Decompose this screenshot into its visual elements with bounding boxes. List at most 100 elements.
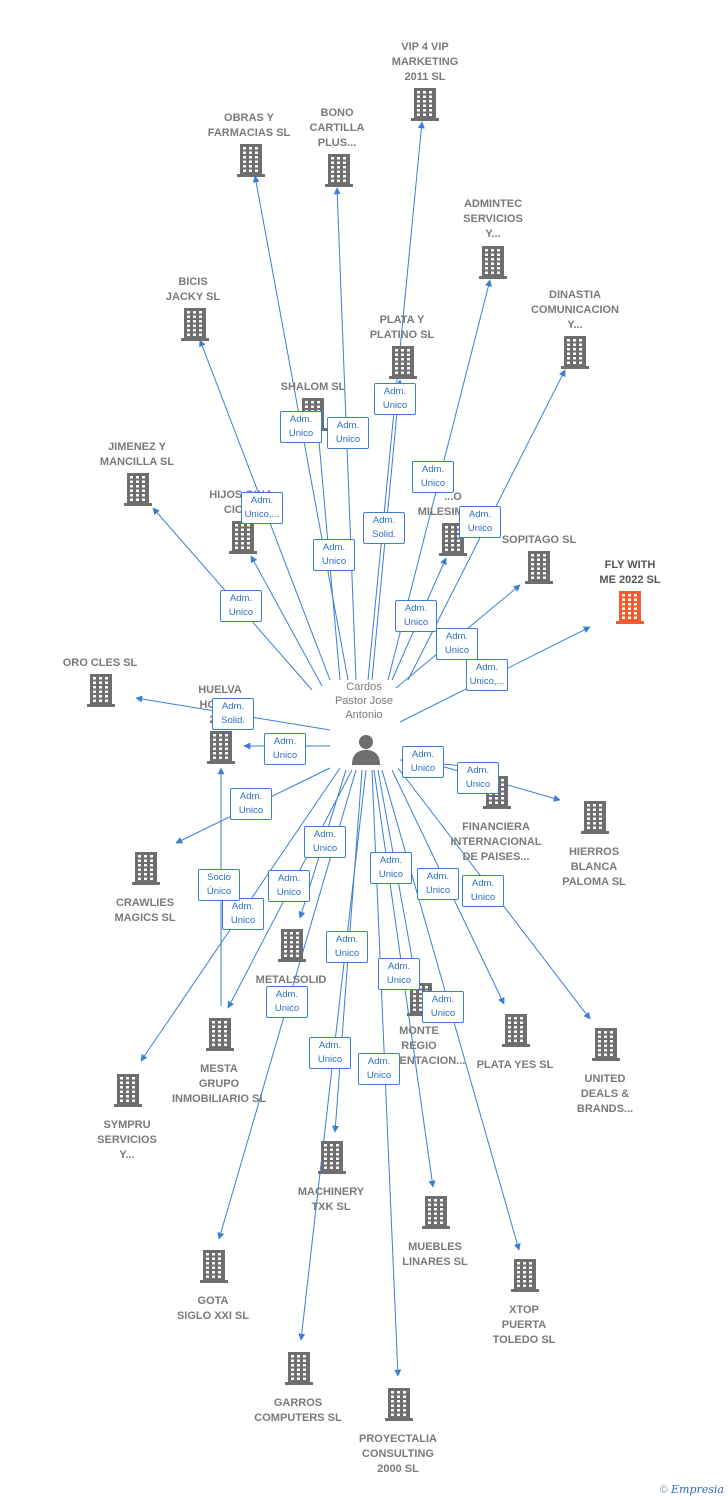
company-node-united[interactable]	[546, 1025, 666, 1063]
company-label-platayes[interactable]: PLATA YES SL	[455, 1058, 575, 1073]
company-node-sympru[interactable]	[68, 1071, 188, 1109]
company-node-admintec[interactable]	[433, 243, 553, 281]
edge-label-line: Adm.	[289, 414, 313, 425]
company-node-crawlies[interactable]	[86, 849, 206, 887]
edge-label[interactable]: Adm.Unico	[309, 1037, 351, 1069]
edge-label-line: Adm.	[318, 1040, 342, 1051]
company-node-platayes[interactable]	[456, 1011, 576, 1049]
edge-label[interactable]: Adm.Unico	[462, 875, 504, 907]
company-label-line: VIP 4 VIP	[401, 41, 449, 53]
company-node-gota[interactable]	[154, 1247, 274, 1285]
edge-label[interactable]: Adm.Unico	[266, 986, 308, 1018]
company-node-obras[interactable]	[191, 141, 311, 179]
company-node-hierros[interactable]	[535, 798, 655, 836]
company-node-proyectalia[interactable]	[339, 1385, 459, 1423]
edge-label[interactable]: Adm.Unico	[374, 383, 416, 415]
edge-label[interactable]: Adm.Unico	[326, 931, 368, 963]
edge-label[interactable]: Adm.Unico	[264, 733, 306, 765]
company-node-hijos[interactable]	[183, 518, 303, 556]
company-label-line: BLANCA	[570, 861, 618, 873]
company-node-muebles[interactable]	[376, 1193, 496, 1231]
company-node-mesta[interactable]	[160, 1015, 280, 1053]
company-node-orocles[interactable]	[41, 671, 161, 709]
edge-label[interactable]: Adm.Solid.	[363, 512, 405, 544]
edge-label[interactable]: Adm.Unico	[457, 762, 499, 794]
company-node-vip4vip[interactable]	[365, 85, 485, 123]
edge-label-line: Adm.	[404, 603, 428, 614]
company-node-garros[interactable]	[239, 1349, 359, 1387]
edge-label[interactable]: Adm.Unico	[313, 539, 355, 571]
company-node-huelva[interactable]	[161, 728, 281, 766]
company-label-line: COMUNICACION	[531, 304, 619, 316]
edge-label[interactable]: Adm.Unico	[395, 600, 437, 632]
building-icon	[325, 154, 353, 187]
edge-label[interactable]: Adm.Unico	[417, 868, 459, 900]
company-label-line: INMOBILIARIO SL	[171, 1093, 267, 1105]
company-label-shalom[interactable]: SHALOM SL	[253, 380, 373, 395]
edge-label[interactable]: Adm.Unico	[358, 1053, 400, 1085]
edge-label[interactable]: Adm.Unico	[327, 417, 369, 449]
edge-label[interactable]: Adm.Unico	[459, 506, 501, 538]
company-node-metalsolid[interactable]	[232, 926, 352, 964]
edge-label[interactable]: Adm.Unico	[422, 991, 464, 1023]
edge-label[interactable]: Adm.Unico	[304, 826, 346, 858]
company-label-line: GARROS	[273, 1397, 323, 1409]
edge-label[interactable]: Adm.Unico	[268, 870, 310, 902]
company-label-line: JIMENEZ Y	[108, 441, 166, 453]
edge-label-line: Unico	[467, 523, 493, 534]
edge-label[interactable]: Adm.Solid.	[212, 698, 254, 730]
copyright-symbol: ©	[659, 1484, 668, 1496]
edge-label[interactable]: Adm.Unico,...	[466, 659, 508, 691]
edge-label[interactable]: Adm.Unico	[280, 411, 322, 443]
edge-label[interactable]: Adm.Unico	[436, 628, 478, 660]
center-person[interactable]	[350, 732, 382, 771]
edge-label[interactable]: Adm.Unico,...	[241, 492, 283, 524]
edge-label[interactable]: Adm.Unico	[378, 958, 420, 990]
company-node-flywithme[interactable]	[570, 588, 690, 626]
edge-label[interactable]: Adm.Unico	[222, 898, 264, 930]
company-node-jimenez[interactable]	[78, 470, 198, 508]
company-node-xtop[interactable]	[465, 1256, 585, 1294]
company-node-sopitago[interactable]	[479, 548, 599, 586]
company-label-sopitago[interactable]: SOPITAGO SL	[479, 533, 599, 548]
company-node-milesima[interactable]	[393, 520, 513, 558]
building-icon	[502, 1014, 530, 1047]
edge-label[interactable]: Adm.Unico	[220, 590, 262, 622]
company-node-dinastia[interactable]	[515, 333, 635, 371]
edge-label[interactable]: Adm.Unico	[230, 788, 272, 820]
edge-label-line: Unico	[378, 869, 404, 880]
edge-label[interactable]: Adm.Unico	[412, 461, 454, 493]
company-node-machinery[interactable]	[272, 1138, 392, 1176]
company-node-bicis[interactable]	[135, 305, 255, 343]
company-label-line: BICIS	[178, 276, 208, 288]
company-label-line: GOTA	[197, 1295, 229, 1307]
company-node-plata_platino[interactable]	[343, 343, 463, 381]
edge-label[interactable]: Adm.Unico	[370, 852, 412, 884]
edge-label[interactable]: Adm.Unico	[402, 746, 444, 778]
company-label-line: SERVICIOS	[463, 213, 523, 225]
company-label-orocles[interactable]: ORO CLES SL	[40, 656, 160, 671]
company-node-bono[interactable]	[279, 151, 399, 189]
